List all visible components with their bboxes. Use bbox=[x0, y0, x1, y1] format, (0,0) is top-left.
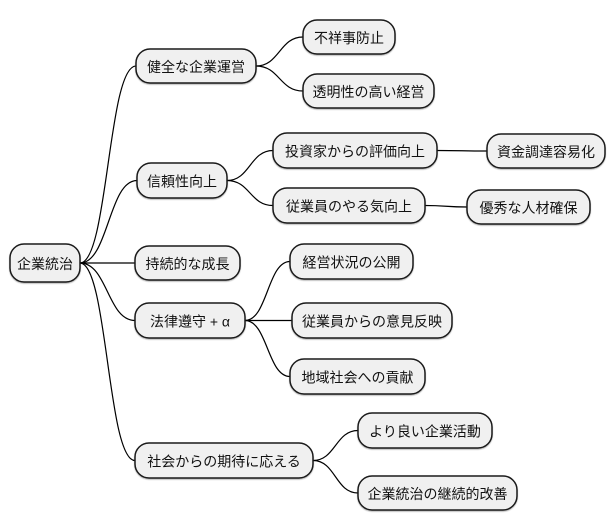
node-box-continuous-improvement[interactable] bbox=[357, 475, 518, 511]
node-box-better-corporate-activities[interactable] bbox=[357, 412, 493, 449]
node-label-legal-compliance: 法律遵守 + α bbox=[150, 314, 230, 330]
node-continuous-improvement[interactable]: 企業統治の継続的改善 bbox=[357, 475, 518, 511]
edge-reliability-improvement--employee-motivation bbox=[226, 179, 274, 207]
node-label-reliability-improvement: 信頼性向上 bbox=[147, 174, 217, 190]
node-easier-fundraising[interactable]: 資金調達容易化 bbox=[486, 133, 606, 169]
node-label-talent-retention: 優秀な人材確保 bbox=[480, 200, 578, 216]
node-talent-retention[interactable]: 優秀な人材確保 bbox=[466, 189, 591, 225]
node-box-community-contribution[interactable] bbox=[289, 358, 426, 395]
edge-sound-management--scandal-prevention bbox=[255, 36, 304, 67]
node-box-reliability-improvement[interactable] bbox=[136, 162, 228, 199]
edge-corporate-governance--sound-management bbox=[79, 65, 137, 264]
node-box-corporate-governance[interactable] bbox=[9, 243, 81, 283]
node-label-employee-motivation: 従業員のやる気向上 bbox=[286, 199, 412, 215]
node-community-contribution[interactable]: 地域社会への貢献 bbox=[289, 358, 426, 395]
node-label-corporate-governance: 企業統治 bbox=[17, 256, 73, 272]
node-box-investor-evaluation[interactable] bbox=[272, 132, 438, 169]
node-reliability-improvement[interactable]: 信頼性向上 bbox=[136, 162, 228, 199]
node-label-scandal-prevention: 不祥事防止 bbox=[314, 30, 384, 46]
node-sustainable-growth[interactable]: 持続的な成長 bbox=[134, 245, 241, 281]
edge-legal-compliance--community-contribution bbox=[244, 319, 291, 378]
edge-employee-motivation--talent-retention bbox=[424, 204, 468, 208]
node-label-community-contribution: 地域社会への貢献 bbox=[302, 370, 414, 386]
edge-meet-social-expectations--continuous-improvement bbox=[312, 459, 359, 494]
node-scandal-prevention[interactable]: 不祥事防止 bbox=[302, 19, 396, 55]
node-box-sustainable-growth[interactable] bbox=[134, 245, 241, 281]
node-box-meet-social-expectations[interactable] bbox=[134, 442, 314, 479]
node-label-employee-feedback: 従業員からの意見反映 bbox=[302, 314, 442, 330]
node-better-corporate-activities[interactable]: より良い企業活動 bbox=[357, 412, 493, 449]
node-legal-compliance[interactable]: 法律遵守 + α bbox=[134, 302, 246, 339]
node-label-sustainable-growth: 持続的な成長 bbox=[146, 256, 230, 272]
node-box-sound-management[interactable] bbox=[135, 48, 257, 84]
node-box-transparent-management[interactable] bbox=[302, 73, 435, 109]
node-management-disclosure[interactable]: 経営状況の公開 bbox=[289, 243, 414, 280]
node-box-scandal-prevention[interactable] bbox=[302, 19, 396, 55]
edge-investor-evaluation--easier-fundraising bbox=[436, 149, 488, 152]
node-corporate-governance[interactable]: 企業統治 bbox=[9, 243, 81, 283]
node-sound-management[interactable]: 健全な企業運営 bbox=[135, 48, 257, 84]
edge-corporate-governance--reliability-improvement bbox=[79, 179, 138, 264]
edge-reliability-improvement--investor-evaluation bbox=[226, 149, 274, 182]
node-box-employee-feedback[interactable] bbox=[291, 302, 453, 339]
node-employee-motivation[interactable]: 従業員のやる気向上 bbox=[272, 187, 426, 224]
node-employee-feedback[interactable]: 従業員からの意見反映 bbox=[291, 302, 453, 339]
node-box-management-disclosure[interactable] bbox=[289, 243, 414, 280]
node-box-talent-retention[interactable] bbox=[466, 189, 591, 225]
node-transparent-management[interactable]: 透明性の高い経営 bbox=[302, 73, 435, 109]
node-investor-evaluation[interactable]: 投資家からの評価向上 bbox=[272, 132, 438, 169]
node-label-better-corporate-activities: より良い企業活動 bbox=[369, 424, 481, 440]
edge-corporate-governance--meet-social-expectations bbox=[79, 262, 136, 462]
node-meet-social-expectations[interactable]: 社会からの期待に応える bbox=[134, 442, 314, 479]
node-label-investor-evaluation: 投資家からの評価向上 bbox=[285, 144, 425, 160]
node-label-management-disclosure: 経営状況の公開 bbox=[303, 255, 401, 271]
node-box-easier-fundraising[interactable] bbox=[486, 133, 606, 169]
node-box-legal-compliance[interactable] bbox=[134, 302, 246, 339]
edge-meet-social-expectations--better-corporate-activities bbox=[312, 429, 359, 462]
node-label-easier-fundraising: 資金調達容易化 bbox=[497, 144, 595, 160]
node-box-employee-motivation[interactable] bbox=[272, 187, 426, 224]
node-label-transparent-management: 透明性の高い経営 bbox=[313, 84, 425, 100]
node-label-continuous-improvement: 企業統治の継続的改善 bbox=[368, 486, 508, 502]
edge-corporate-governance--legal-compliance bbox=[79, 262, 136, 322]
edge-sound-management--transparent-management bbox=[255, 65, 304, 92]
node-label-sound-management: 健全な企業運営 bbox=[147, 59, 245, 75]
node-label-meet-social-expectations: 社会からの期待に応える bbox=[147, 454, 301, 470]
edge-legal-compliance--management-disclosure bbox=[244, 260, 291, 322]
